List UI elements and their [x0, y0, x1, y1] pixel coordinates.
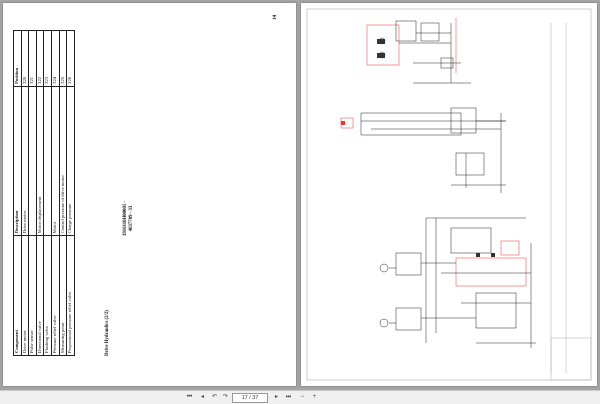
cell-position: 322 — [36, 30, 44, 87]
cell-description: Drive motor — [21, 86, 29, 236]
cell-component: Flushing valve — [43, 235, 52, 356]
page-number: 14 — [273, 15, 278, 20]
document-page-right — [301, 3, 597, 386]
cell-description: Motor — [51, 86, 60, 236]
header-description: Description — [13, 86, 22, 236]
cell-position: 325 — [59, 30, 67, 87]
table-header-row: Component Description Position — [13, 30, 22, 356]
cell-description: Control pressure of drive motor — [59, 86, 67, 236]
page-number-input[interactable]: 17 / 37 — [232, 393, 268, 403]
rotated-content: Component Description Position Drive mot… — [13, 30, 134, 356]
cell-component: Pressure relief valve — [51, 235, 60, 356]
header-component: Component — [13, 235, 22, 356]
document-title: 1916110H00005 - 4637709 - 33 — [123, 200, 134, 236]
cell-position: 320 — [21, 30, 29, 87]
cell-position: 321 — [28, 30, 37, 87]
document-viewer[interactable]: 14 Component Description Position Drive … — [0, 0, 600, 390]
cell-position: 324 — [51, 30, 60, 87]
forward-icon[interactable]: ↷ — [222, 394, 229, 400]
viewer-toolbar: ⏮ ◂ ↶ ↷ 17 / 37 ▸ ⏭ − + — [0, 390, 600, 404]
cell-description: Motor displacement — [36, 86, 44, 236]
cell-component: Pulse sensor — [28, 235, 37, 356]
last-page-icon[interactable]: ⏭ — [285, 394, 292, 400]
cell-component: Measuring point — [59, 235, 67, 356]
cell-position: 326 — [66, 30, 75, 87]
first-page-icon[interactable]: ⏮ — [186, 394, 193, 400]
cell-position: 323 — [43, 30, 52, 87]
component-table: Component Description Position Drive mot… — [13, 30, 75, 356]
document-page-left: 14 Component Description Position Drive … — [3, 3, 296, 386]
zoom-out-icon[interactable]: − — [300, 394, 305, 400]
table-row: Pulse sensor 321 — [28, 30, 37, 356]
section-heading: Drive Hydraulics (2/2) — [105, 310, 110, 356]
cell-description: Charge pressure — [66, 86, 75, 236]
cell-component: Directional valve — [36, 235, 44, 356]
next-page-icon[interactable]: ▸ — [274, 394, 278, 400]
cell-description — [43, 86, 52, 236]
table-row: Flushing valve 323 — [43, 30, 52, 356]
cell-component: Proportional pressure relief valve — [66, 235, 75, 356]
back-icon[interactable]: ↶ — [211, 394, 218, 400]
header-position: Position — [13, 30, 22, 87]
cell-description — [28, 86, 37, 236]
cell-component: Drive motor — [21, 235, 29, 356]
prev-page-icon[interactable]: ◂ — [200, 394, 204, 400]
zoom-in-icon[interactable]: + — [312, 394, 317, 400]
hydraulic-schematic — [306, 8, 592, 381]
